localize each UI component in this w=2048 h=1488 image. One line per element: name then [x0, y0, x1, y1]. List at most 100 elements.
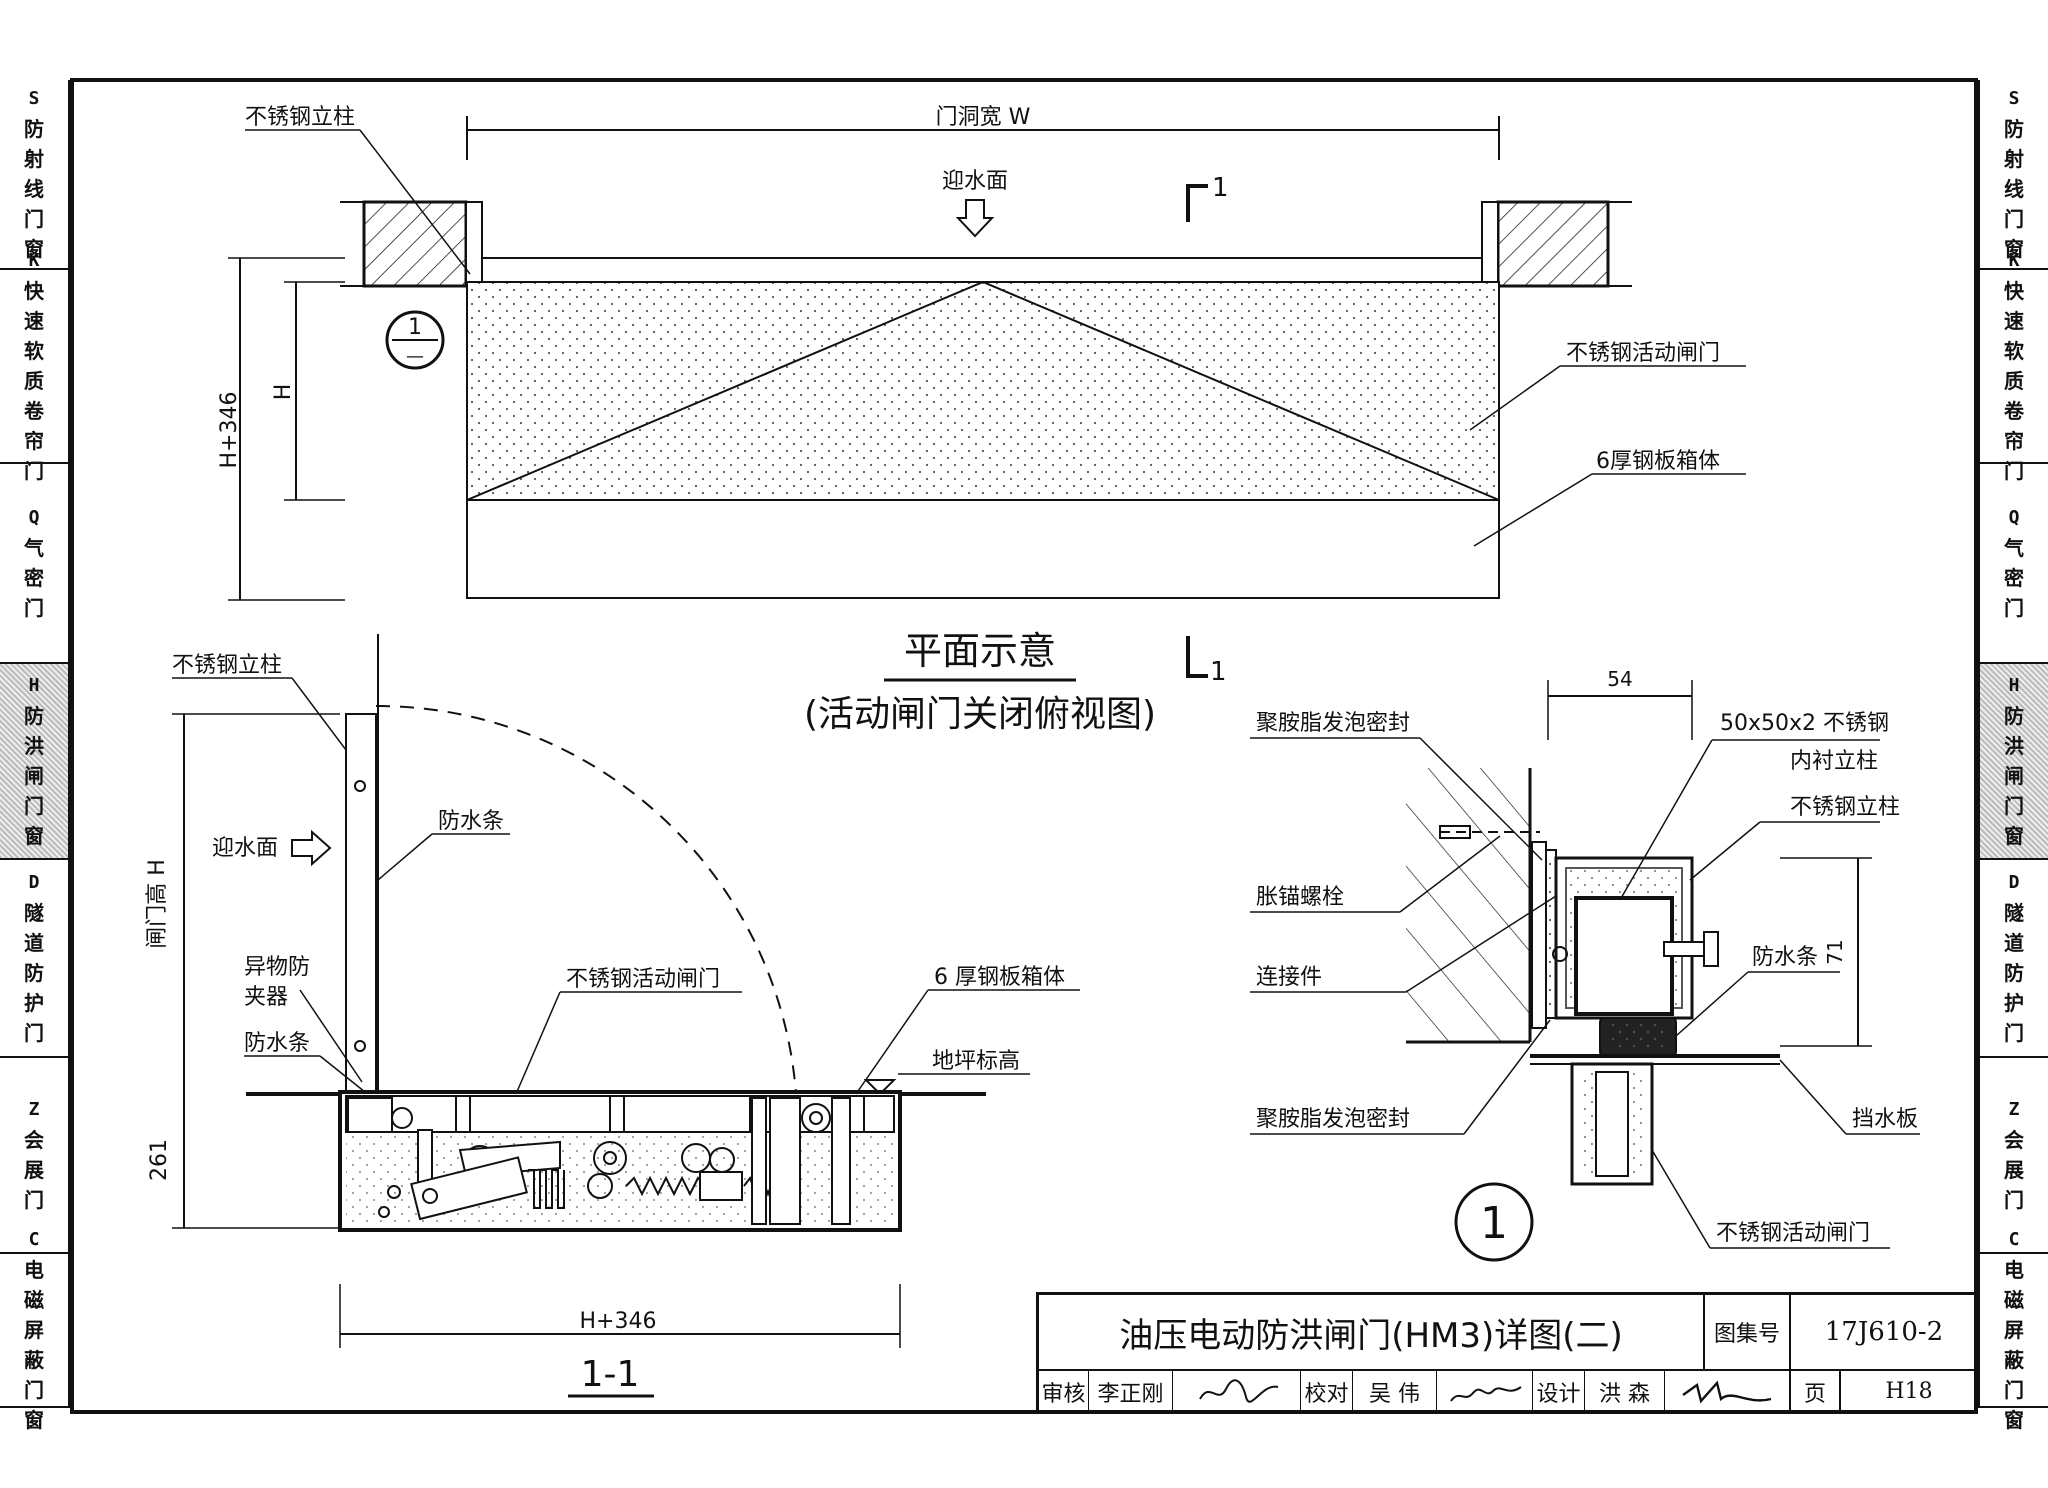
detail-water-board-label: 挡水板 [1852, 1107, 1918, 1132]
section-water-arrow-icon [291, 829, 332, 867]
side-tab-char: 防 [24, 117, 44, 141]
side-tab-char: 屏 [24, 1318, 44, 1342]
section-mark-top-icon [1186, 184, 1208, 222]
side-tab-char: 闸 [24, 764, 44, 788]
side-tab-char: 护 [2004, 991, 2024, 1015]
side-tab-char: 会 [2004, 1128, 2024, 1152]
side-tab-char: 门 [2004, 596, 2024, 620]
side-tab-char: 射 [24, 147, 44, 171]
side-tab-char: 卷 [24, 399, 44, 423]
side-tab-char: 质 [2004, 369, 2024, 393]
side-tab-char: 防 [24, 961, 44, 985]
gate-swing-arc [375, 704, 797, 1095]
side-tab-char: 闸 [2004, 764, 2024, 788]
detail-number-circle [1454, 1182, 1534, 1262]
detail-seal-bottom-label: 聚胺脂发泡密封 [1256, 1107, 1410, 1132]
side-tab-char: 密 [24, 566, 44, 590]
side-tab-char: 屏 [2004, 1318, 2024, 1342]
side-tab-char: 洪 [2004, 734, 2024, 758]
side-tab-char: 快 [2004, 279, 2024, 303]
side-tab-code: K [2008, 250, 2020, 271]
detail-seal-top-label: 聚胺脂发泡密封 [1256, 711, 1410, 736]
detail-wall [1406, 768, 1530, 1042]
side-tab-char: 射 [2004, 147, 2024, 171]
column-left [465, 201, 483, 287]
side-tab-char: 窗 [2004, 237, 2024, 261]
anti-jam-label-2: 夹器 [244, 985, 288, 1010]
side-tab-code: D [2008, 872, 2020, 893]
side-tab-code: Z [28, 1099, 40, 1120]
side-tab-char: 隧 [24, 901, 44, 925]
side-tab-char: 门 [24, 1378, 44, 1402]
side-tab-char: 门 [24, 596, 44, 620]
section-dim-261: 261 [147, 1139, 172, 1181]
detail-inner-column-label-2: 内衬立柱 [1790, 749, 1878, 774]
side-tab-char: 帘 [2004, 429, 2024, 453]
side-tab-char: 门 [24, 459, 44, 483]
section-gate-height: 闸门高 H [145, 859, 170, 949]
side-tab-char: 快 [24, 279, 44, 303]
side-tab-char: 电 [24, 1258, 44, 1282]
atlas-number: 17J610-2 [1791, 1295, 1977, 1371]
checker-name: 吴 伟 [1353, 1371, 1437, 1412]
side-tab-char: 展 [24, 1158, 44, 1182]
section-view: 不锈钢立柱 迎水面 防水条 闸门高 H 261 异物防 夹器 防水条 [145, 634, 1080, 1398]
section-waterstop-label: 防水条 [438, 809, 504, 834]
side-tab-char: 磁 [24, 1288, 44, 1312]
side-tab-char: 窗 [2004, 1408, 2024, 1432]
side-tab-char: 门 [2004, 207, 2024, 231]
section-view-title: 1-1 [581, 1354, 640, 1395]
side-tab-char: 门 [2004, 459, 2024, 483]
side-tab-char: 护 [24, 991, 44, 1015]
side-tab-char: 门 [24, 1188, 44, 1212]
plan-gate [466, 281, 1500, 501]
side-tab-char: 线 [2004, 177, 2024, 201]
designer-signature [1665, 1371, 1791, 1412]
side-tab-code: S [2008, 88, 2020, 109]
side-tab-char: 门 [2004, 1378, 2024, 1402]
section-gate-leaf [345, 713, 377, 1095]
side-tab-char: 防 [2004, 704, 2024, 728]
side-tab-char: 门 [24, 207, 44, 231]
page-label: 页 [1791, 1371, 1841, 1412]
detail-waterstop-label: 防水条 [1752, 945, 1818, 970]
side-tab-char: 窗 [24, 1408, 44, 1432]
side-tab-char: 气 [24, 536, 44, 560]
side-tab-char: 道 [2004, 931, 2024, 955]
section-column-label: 不锈钢立柱 [172, 653, 282, 678]
detail-anchor-label: 胀锚螺栓 [1256, 885, 1344, 910]
side-tab-char: 电 [2004, 1258, 2024, 1282]
plan-view: 门洞宽 W 不锈钢立柱 迎水面 1 1 1 — H+346 H 不锈钢活动闸门 … [217, 105, 1746, 735]
side-tab-char: 门 [24, 1021, 44, 1045]
side-tab-char: 软 [24, 339, 44, 363]
design-label: 设计 [1533, 1371, 1585, 1412]
side-tab-code: D [28, 872, 40, 893]
plan-dim-h: H [271, 384, 296, 401]
side-tab-char: 会 [24, 1128, 44, 1152]
section-waterstop2-label: 防水条 [244, 1031, 310, 1056]
side-tab-char: 门 [24, 794, 44, 818]
side-tab-char: 窗 [24, 824, 44, 848]
side-tab-char: 门 [2004, 794, 2024, 818]
detail-gate-label: 不锈钢活动闸门 [1716, 1221, 1870, 1246]
side-tab-code: C [2008, 1229, 2020, 1250]
side-tab-code: Q [2008, 507, 2020, 528]
plan-water-side-label: 迎水面 [942, 169, 1008, 194]
designer-name: 洪 森 [1585, 1371, 1665, 1412]
side-tab-char: 展 [2004, 1158, 2024, 1182]
sheet-frame [70, 78, 1978, 1414]
section-water-side-label: 迎水面 [212, 836, 278, 861]
side-tab-char: 磁 [2004, 1288, 2024, 1312]
section-mark-bottom-number: 1 [1210, 657, 1227, 687]
detail-inner-column [1574, 896, 1674, 1016]
detail-ref-top: 1 [408, 315, 422, 340]
